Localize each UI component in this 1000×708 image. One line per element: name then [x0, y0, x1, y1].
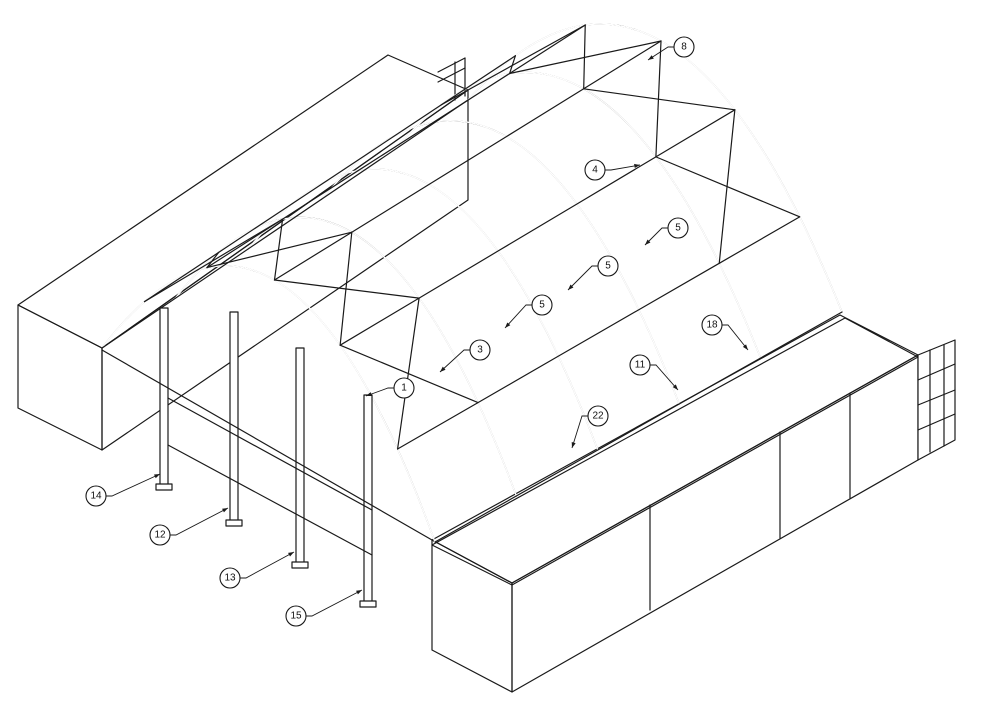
callout-balloon-3: 3	[439, 339, 491, 373]
end-wall-columns	[101, 307, 433, 608]
balloon-number: 3	[477, 345, 483, 356]
callout-balloon-13: 13	[219, 551, 295, 589]
balloon-number: 12	[154, 530, 166, 541]
balloon-number: 14	[90, 491, 102, 502]
arch-rib	[394, 71, 762, 359]
right-base-rail	[434, 311, 843, 543]
callout-balloon-1: 1	[365, 377, 415, 399]
callout-balloon-15: 15	[285, 589, 363, 627]
balloon-circle	[584, 159, 606, 181]
balloon-circle	[531, 294, 553, 316]
leader-arrowhead	[672, 384, 678, 390]
leader-arrowhead	[742, 344, 748, 350]
leader-arrowhead	[648, 55, 654, 60]
callout-balloon-22: 22	[571, 405, 609, 449]
leader-arrowhead	[505, 322, 511, 328]
left-container-inner-side	[101, 89, 469, 451]
balloon-circle	[597, 255, 619, 277]
arch-rib	[101, 265, 436, 543]
leader-arrowhead	[571, 442, 576, 448]
balloon-number: 13	[224, 573, 236, 584]
purlin	[339, 109, 736, 346]
column-14	[155, 307, 173, 491]
balloon-number: 5	[539, 300, 545, 311]
balloon-circle	[285, 605, 307, 627]
bay-bracing	[143, 218, 479, 450]
callout-balloon-8: 8	[647, 36, 695, 61]
leader-arrowhead	[222, 508, 228, 513]
balloon-number: 18	[706, 320, 718, 331]
right-container	[431, 314, 956, 693]
right-container-far-doors	[917, 339, 956, 461]
right-container-roof	[431, 314, 919, 584]
leader-line	[160, 507, 229, 536]
arch-rib	[174, 216, 518, 497]
balloon-number: 15	[290, 611, 302, 622]
arch-rib	[467, 23, 843, 313]
arch-frame	[101, 23, 843, 543]
balloon-number: 11	[635, 360, 646, 371]
balloon-number: 22	[592, 411, 604, 422]
purlin	[206, 24, 586, 269]
callout-balloon-18: 18	[701, 314, 749, 351]
balloon-circle	[393, 377, 415, 399]
callout-balloon-14: 14	[85, 473, 161, 507]
left-base-rail	[101, 99, 469, 349]
leader-arrowhead	[568, 284, 574, 290]
callout-balloon-5: 5	[567, 255, 619, 291]
callout-balloon-5: 5	[504, 294, 553, 329]
balloon-circle	[667, 217, 689, 239]
balloon-number: 5	[605, 261, 611, 272]
balloon-number: 4	[592, 165, 598, 176]
leader-arrowhead	[645, 239, 651, 245]
callout-balloon-5: 5	[644, 217, 689, 246]
leader-arrowhead	[154, 474, 160, 479]
purlin	[143, 55, 517, 303]
balloon-number: 5	[675, 223, 681, 234]
callout-balloon-12: 12	[149, 507, 229, 546]
leader-arrowhead	[440, 366, 446, 372]
right-container-front-wall	[511, 354, 919, 693]
balloon-circle	[149, 524, 171, 546]
purlin	[396, 216, 801, 450]
right-container-long-side	[431, 317, 919, 586]
balloon-number: 8	[681, 42, 687, 53]
balloon-circle	[219, 567, 241, 589]
callout-balloon-4: 4	[584, 159, 641, 181]
leader-arrowhead	[634, 163, 640, 168]
column-12	[225, 311, 243, 527]
balloon-circle	[629, 354, 651, 376]
balloon-circle	[469, 339, 491, 361]
leader-line	[296, 589, 363, 617]
column-15	[359, 394, 377, 608]
leader-arrowhead	[288, 552, 294, 557]
callout-balloon-11: 11	[629, 354, 679, 391]
column-13	[291, 347, 309, 569]
balloon-number: 1	[401, 383, 407, 394]
leader-arrowhead	[366, 392, 372, 397]
balloon-circle	[587, 405, 609, 427]
balloon-circle	[701, 314, 723, 336]
bay-bracing	[440, 24, 801, 264]
right-container-end-face	[431, 539, 513, 693]
leader-arrowhead	[356, 590, 362, 595]
purlin	[273, 40, 662, 281]
balloon-circle	[85, 485, 107, 507]
left-container-far-doors	[437, 57, 466, 101]
balloon-circle	[673, 36, 695, 58]
